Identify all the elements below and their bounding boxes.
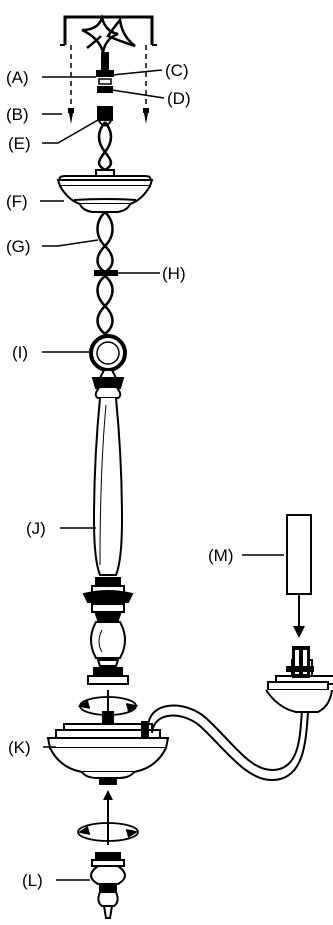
label-a: (A) — [6, 68, 29, 87]
body — [46, 711, 170, 785]
label-e: (E) — [8, 134, 31, 153]
assembly-arrow-lower — [103, 790, 113, 845]
leader-lines — [40, 69, 284, 881]
arm — [141, 704, 309, 782]
label-m: (M) — [208, 546, 233, 565]
label-j: (J) — [26, 519, 46, 538]
label-g: (G) — [6, 237, 31, 256]
label-h: (H) — [162, 264, 186, 283]
mounting-bracket — [60, 13, 157, 53]
loop-nut — [97, 106, 113, 127]
stem — [82, 369, 134, 685]
sleeve-arrow — [293, 594, 305, 638]
socket — [286, 646, 314, 678]
wire-tie — [94, 270, 118, 276]
chain — [96, 211, 114, 335]
label-f: (F) — [6, 192, 28, 211]
ring — [89, 334, 127, 372]
nipple-and-nuts — [96, 52, 114, 93]
glass-sleeve — [286, 514, 312, 595]
finial — [90, 852, 126, 919]
screw-right — [143, 108, 149, 124]
label-l: (L) — [22, 871, 43, 890]
part-labels: (A) (B) (C) (D) (E) (F) (G) (H) (I) (J) … — [6, 61, 233, 890]
label-b: (B) — [6, 105, 29, 124]
screw-left — [68, 108, 74, 124]
canopy — [56, 169, 154, 213]
label-c: (C) — [165, 61, 189, 80]
label-d: (D) — [167, 89, 191, 108]
label-k: (K) — [8, 738, 31, 757]
label-i: (I) — [12, 343, 28, 362]
upper-chain — [97, 121, 113, 172]
